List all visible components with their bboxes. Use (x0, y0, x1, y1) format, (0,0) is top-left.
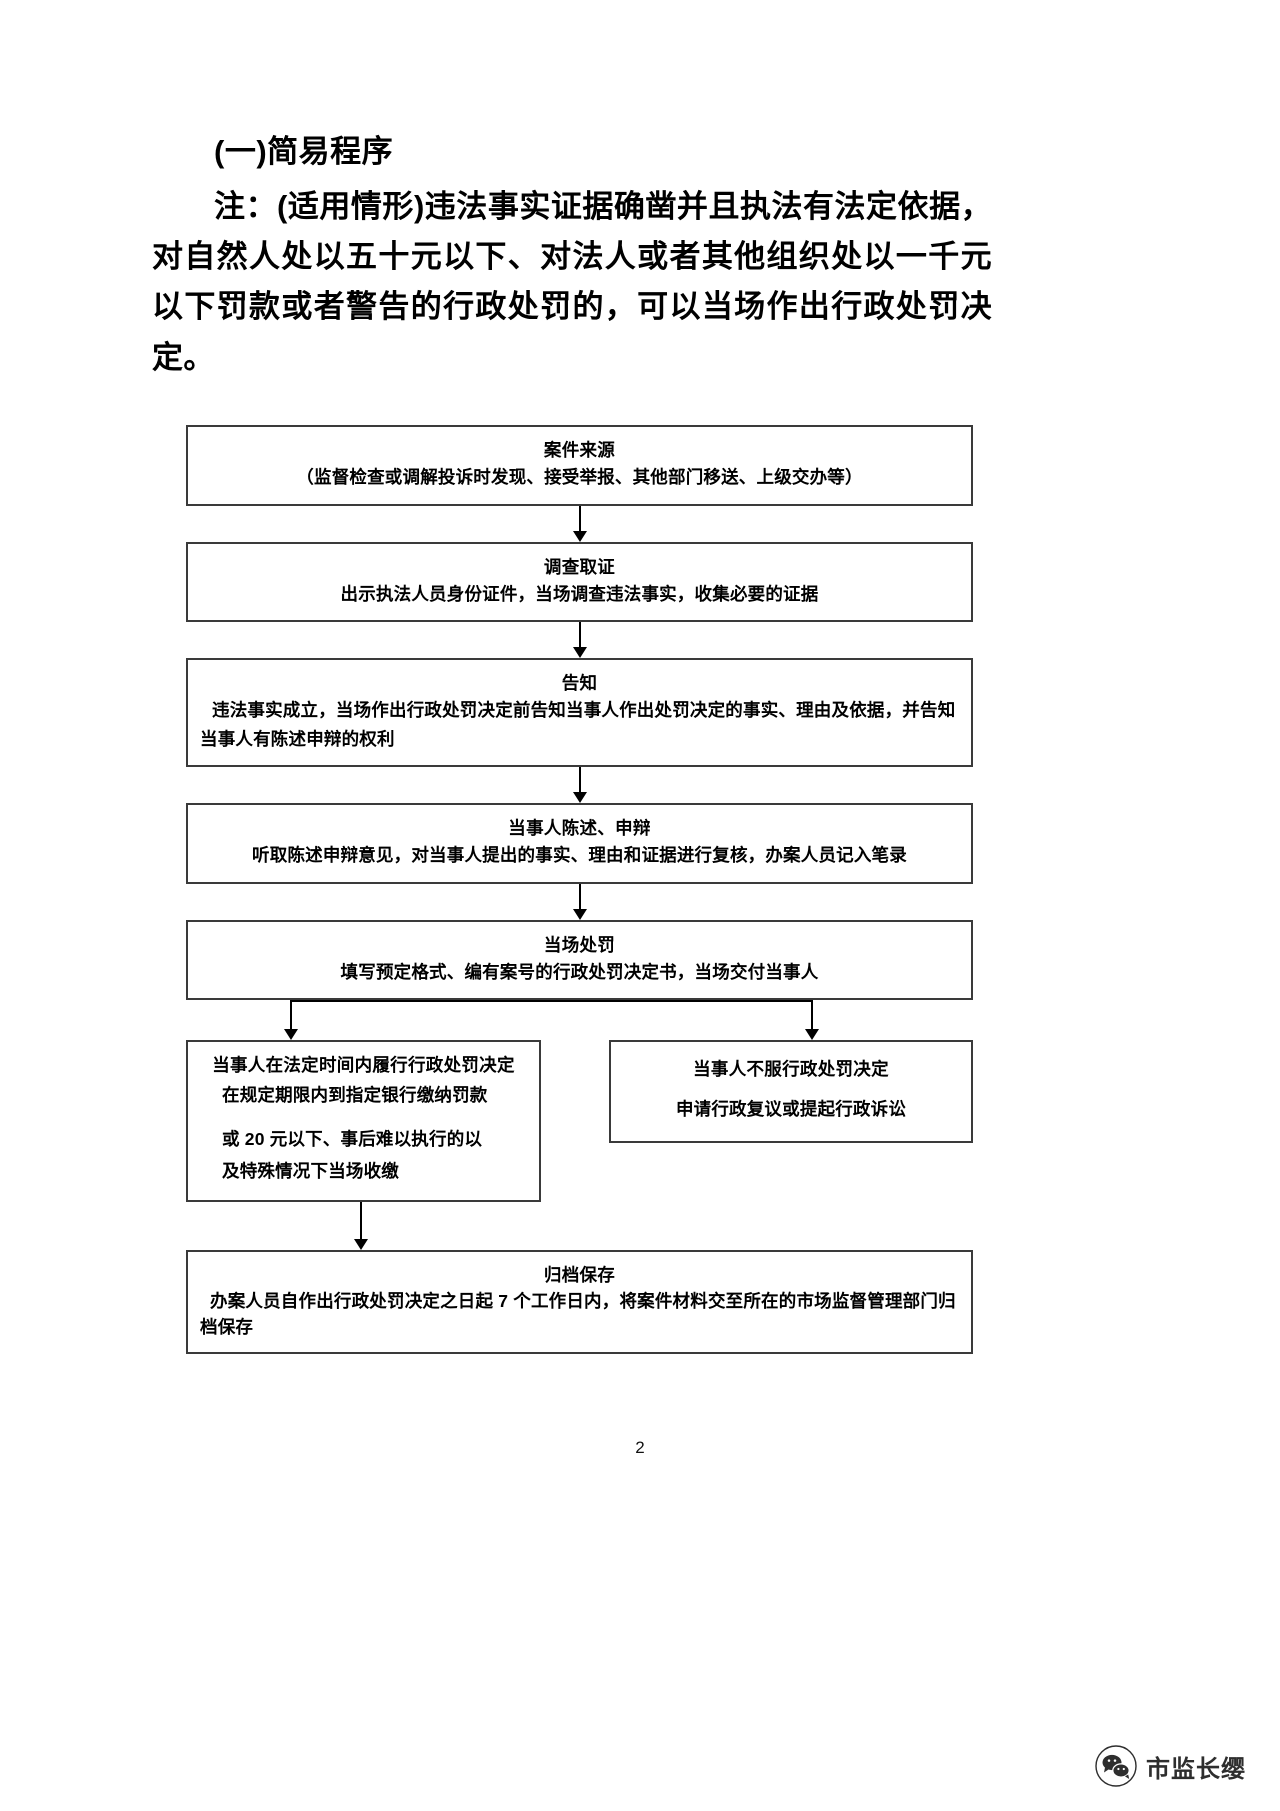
connector-arrow-4 (186, 883, 973, 920)
arrow-head-icon (284, 1029, 298, 1041)
arrow-head-icon (572, 908, 587, 920)
flow-node-notification: 告知 违法事实成立，当场作出行政处罚决定前告知当事人作出处罚决定的事实、理由及依… (186, 658, 973, 768)
wechat-icon (1095, 1745, 1137, 1787)
flow-node-body: 出示执法人员身份证件，当场调查违法事实，收集必要的证据 (340, 583, 819, 604)
connector-arrow-1 (186, 505, 973, 542)
flow-node-body: 听取陈述申辩意见，对当事人提出的事实、理由和证据进行复核，办案人员记入笔录 (252, 845, 907, 866)
flow-node-body: 在规定期限内到指定银行缴纳罚款 或 20 元以下、事后难以执行的以 及特殊情况下… (200, 1079, 527, 1188)
flow-node-body-line-3: 及特殊情况下当场收缴 (222, 1161, 399, 1182)
simplified-procedure-flowchart: 案件来源 （监督检查或调解投诉时发现、接受举报、其他部门移送、上级交办等） 调查… (186, 425, 973, 1355)
flow-node-party-performs: 当事人在法定时间内履行行政处罚决定 在规定期限内到指定银行缴纳罚款 或 20 元… (186, 1040, 541, 1202)
connector-stem (578, 622, 581, 650)
flow-node-title: 案件来源 (543, 440, 616, 460)
flow-node-title: 调查取证 (543, 556, 616, 577)
flow-node-party-disagrees: 当事人不服行政处罚决定 申请行政复议或提起行政诉讼 (609, 1040, 973, 1143)
watermark-label: 市监长缨 (1146, 1755, 1246, 1783)
watermark-badge: 市监长缨 (1095, 1745, 1246, 1787)
flow-branch-right-column: 当事人不服行政处罚决定 申请行政复议或提起行政诉讼 (609, 1040, 973, 1143)
flow-node-title: 当事人不服行政处罚决定 (693, 1059, 889, 1080)
connector-branch-split (186, 1000, 973, 1041)
flow-node-on-site-penalty: 当场处罚 填写预定格式、编有案号的行政处罚决定书，当场交付当事人 (186, 919, 973, 1001)
flow-node-title: 当事人陈述、申辩 (508, 818, 651, 839)
note-paragraph: 注：(适用情形)违法事实证据确凿并且执法有法定依据，对自然人处以五十元以下、对法… (152, 189, 992, 375)
body-spacer (200, 1111, 527, 1123)
flow-node-body-line-1: 在规定期限内到指定银行缴纳罚款 (222, 1084, 488, 1105)
flow-node-case-source: 案件来源 （监督检查或调解投诉时发现、接受举报、其他部门移送、上级交办等） (186, 425, 973, 506)
flow-branch-row: 当事人在法定时间内履行行政处罚决定 在规定期限内到指定银行缴纳罚款 或 20 元… (186, 1040, 973, 1202)
page-number: 2 (635, 1438, 645, 1457)
connector-arrow-2 (186, 622, 973, 659)
branch-horizontal-line (290, 1000, 813, 1003)
flow-node-body-line-2: 或 20 元以下、事后难以执行的以 (222, 1128, 483, 1149)
flow-node-investigation: 调查取证 出示执法人员身份证件，当场调查违法事实，收集必要的证据 (186, 541, 973, 623)
arrow-head-icon (572, 792, 587, 804)
flow-node-title: 告知 (561, 673, 598, 694)
flow-branch-left-column: 当事人在法定时间内履行行政处罚决定 在规定期限内到指定银行缴纳罚款 或 20 元… (186, 1040, 541, 1202)
flow-node-title: 归档保存 (543, 1264, 616, 1285)
connector-stem (578, 767, 581, 795)
arrow-head-icon (572, 530, 587, 542)
flow-node-archive: 归档保存 办案人员自作出行政处罚决定之日起 7 个工作日内，将案件材料交至所在的… (186, 1249, 973, 1355)
flow-node-body: （监督检查或调解投诉时发现、接受举报、其他部门移送、上级交办等） (296, 467, 863, 488)
connector-arrow-3 (186, 767, 973, 804)
flow-node-title: 当事人在法定时间内履行行政处罚决定 (212, 1055, 515, 1076)
flow-node-body: 办案人员自作出行政处罚决定之日起 7 个工作日内，将案件材料交至所在的市场监督管… (200, 1290, 956, 1338)
flow-node-body: 违法事实成立，当场作出行政处罚决定前告知当事人作出处罚决定的事实、理由及依据，并… (200, 700, 956, 749)
intro-prose: (一)简易程序 注：(适用情形)违法事实证据确凿并且执法有法定依据，对自然人处以… (152, 128, 992, 383)
branch-stem-right (811, 1000, 813, 1030)
arrow-head-icon (354, 1238, 368, 1250)
arrow-head-icon (805, 1029, 819, 1041)
arrow-head-icon (572, 647, 587, 659)
flow-node-title: 当场处罚 (543, 934, 616, 955)
flow-node-body: 申请行政复议或提起行政诉讼 (675, 1098, 907, 1119)
connector-arrow-5 (186, 1201, 973, 1250)
section-heading: (一)简易程序 (214, 134, 394, 169)
flow-node-statement-defense: 当事人陈述、申辩 听取陈述申辩意见，对当事人提出的事实、理由和证据进行复核，办案… (186, 803, 973, 884)
connector-stem (360, 1201, 362, 1239)
connector-stem (578, 883, 581, 911)
connector-stem (578, 505, 581, 533)
flow-node-body: 填写预定格式、编有案号的行政处罚决定书，当场交付当事人 (340, 961, 819, 982)
branch-stem-left (290, 1000, 292, 1030)
